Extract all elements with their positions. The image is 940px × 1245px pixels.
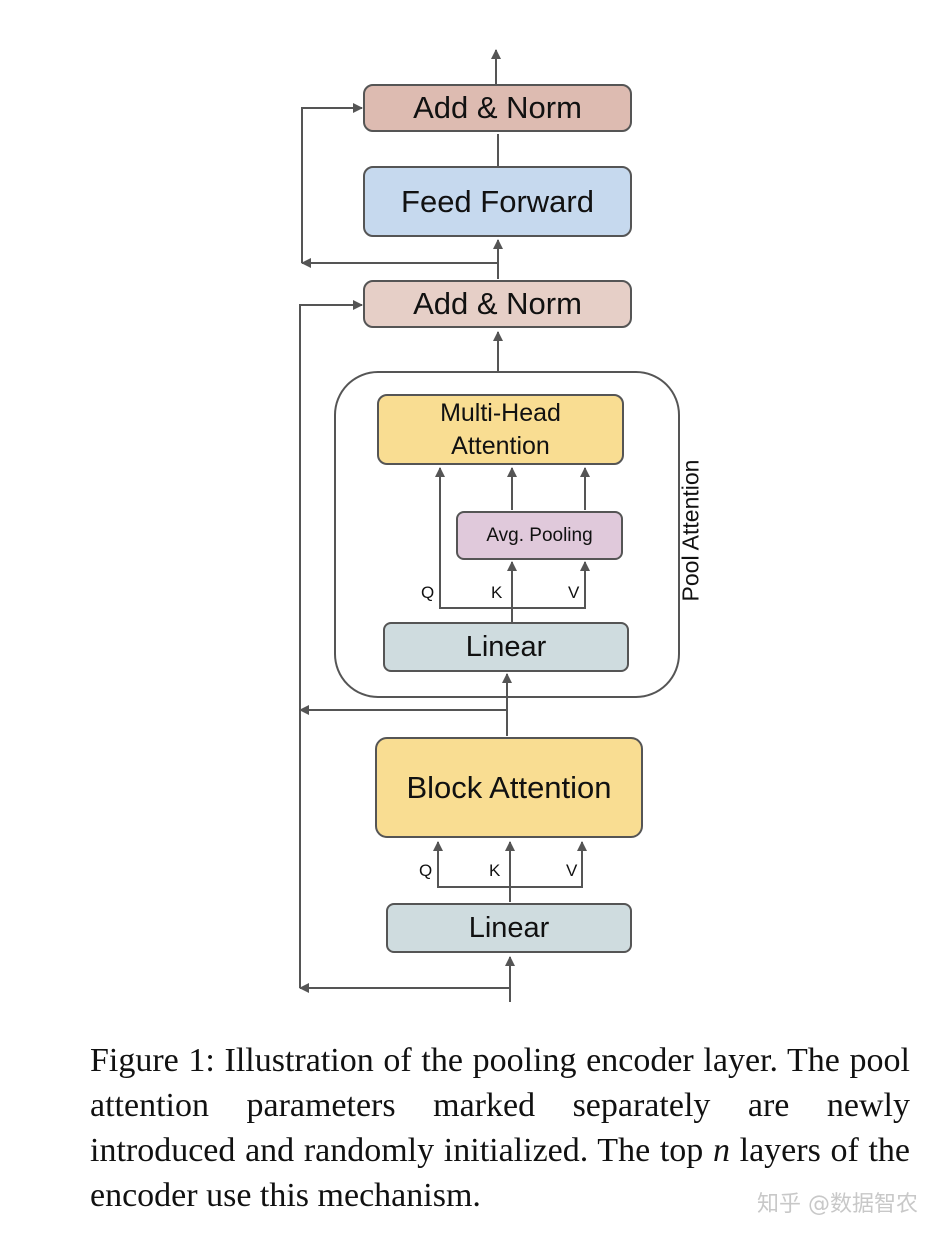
add-norm-top-label: Add & Norm [413,90,582,125]
multi-head-attention-box: Multi-Head Attention [377,394,624,465]
q-label-pool: Q [421,583,435,602]
residual-1-up [299,300,363,988]
k-label-pool: K [491,583,503,602]
block-attention-label: Block Attention [406,769,612,805]
caption-math-n: n [712,1132,730,1169]
add-norm-top-box: Add & Norm [363,84,632,132]
connector-lines [299,49,590,1002]
v-label-block: V [566,861,578,880]
avg-pooling-box: Avg. Pooling [456,511,623,560]
watermark: 知乎 @数据智农 [757,1192,918,1217]
q-label-block: Q [419,861,433,880]
feed-forward-box: Feed Forward [363,166,632,237]
k-label-block: K [489,861,501,880]
linear-pool-label: Linear [465,630,547,663]
q-arrow-block [433,841,510,888]
pool-attention-label: Pool Attention [677,459,704,602]
linear-pool-box: Linear [383,622,629,672]
caption-text-part1: Figure 1: Illustration of the pooling en… [90,1042,910,1169]
v-label-pool: V [568,583,580,602]
figure-caption: Figure 1: Illustration of the pooling en… [90,1038,910,1218]
v-arrow-pool [512,561,590,609]
block-attention-box: Block Attention [375,737,643,838]
caption-text-part2: layers of the encoder use this mechanism… [90,1132,910,1214]
mha-label-line2: Attention [451,431,550,460]
add-norm-mid-label: Add & Norm [413,286,582,321]
add-norm-mid-box: Add & Norm [363,280,632,328]
residual-3-up [301,103,363,263]
pool-attention-container [334,371,680,698]
feed-forward-label: Feed Forward [401,183,594,219]
avg-pooling-label: Avg. Pooling [486,524,593,546]
v-arrow-block [510,841,587,888]
q-arrow-pool [435,467,512,609]
mha-label-line1: Multi-Head [440,398,561,427]
linear-block-box: Linear [386,903,632,953]
linear-block-label: Linear [468,911,550,944]
